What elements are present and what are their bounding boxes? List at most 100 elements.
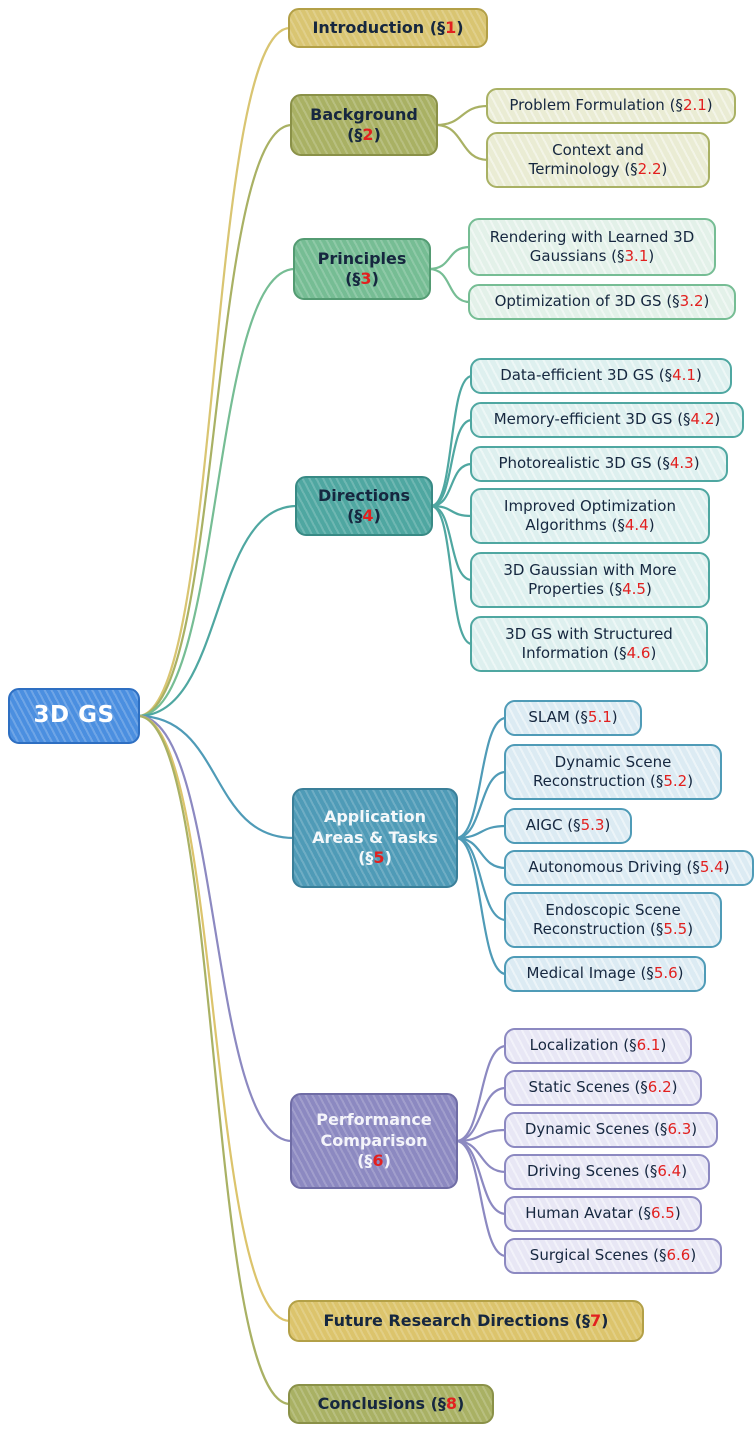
section-number: 6.1: [636, 1036, 661, 1055]
section-number: 5.5: [663, 920, 688, 938]
node-conclusions: Conclusions (§8): [288, 1384, 494, 1424]
section-number: 1: [445, 17, 457, 37]
label-text: Medical Image (§: [526, 964, 654, 983]
label-close: ): [703, 292, 710, 311]
label-close: ): [706, 96, 713, 115]
node-photorealistic-3dgs: Photorealistic 3D GS (§4.3): [470, 446, 728, 482]
label-close: ): [681, 1162, 688, 1181]
section-number: 6.5: [650, 1204, 675, 1223]
label-close: ): [650, 644, 657, 662]
label-text: Performance Comparison (§: [316, 1110, 432, 1171]
node-label: Conclusions (§8): [318, 1394, 465, 1414]
node-root-3d-gs: 3D GS: [8, 688, 140, 744]
label-close: ): [691, 1120, 698, 1139]
section-number: 5.2: [663, 772, 688, 790]
label-text: Introduction (§: [312, 17, 446, 37]
node-label: Endoscopic Scene Reconstruction (§5.5): [533, 901, 693, 939]
label-close: ): [674, 1204, 681, 1223]
node-label: 3D GS with Structured Information (§4.6): [505, 625, 673, 663]
label-text: Background (§: [310, 104, 418, 144]
label-close: ): [671, 1078, 678, 1097]
node-application-areas-tasks: Application Areas & Tasks (§5): [292, 788, 458, 888]
section-number: 4.2: [690, 410, 715, 429]
node-label: Memory-efficient 3D GS (§4.2): [494, 410, 721, 429]
node-label: Optimization of 3D GS (§3.2): [495, 292, 710, 311]
node-improved-optimization-algorithms: Improved Optimization Algorithms (§4.4): [470, 488, 710, 544]
label-close: ): [690, 1246, 697, 1265]
node-endoscopic-scene-reconstruction: Endoscopic Scene Reconstruction (§5.5): [504, 892, 722, 948]
node-future-research-directions: Future Research Directions (§7): [288, 1300, 644, 1342]
section-number: 3.2: [679, 292, 704, 311]
node-label: Introduction (§1): [312, 18, 463, 38]
node-structured-information: 3D GS with Structured Information (§4.6): [470, 616, 708, 672]
label-text: Autonomous Driving (§: [528, 858, 700, 877]
section-number: 5.3: [580, 816, 605, 835]
node-background: Background (§2): [290, 94, 438, 156]
node-context-terminology: Context and Terminology (§2.2): [486, 132, 710, 188]
label-text: Dynamic Scenes (§: [524, 1120, 668, 1139]
node-label: 3D Gaussian with More Properties (§4.5): [503, 561, 676, 599]
label-text: Photorealistic 3D GS (§: [498, 454, 670, 473]
node-label: Localization (§6.1): [530, 1036, 667, 1055]
label-close: ): [456, 17, 464, 37]
label-text: 3D GS: [33, 702, 115, 729]
label-text: Conclusions (§: [317, 1393, 446, 1413]
label-close: ): [604, 816, 611, 835]
node-label: AIGC (§5.3): [526, 816, 611, 835]
label-close: ): [373, 506, 381, 525]
label-close: ): [383, 1151, 391, 1171]
label-close: ): [648, 516, 655, 534]
node-label: Improved Optimization Algorithms (§4.4): [504, 497, 676, 535]
section-number: 4.3: [669, 454, 694, 473]
label-close: ): [373, 125, 381, 144]
label-close: ): [687, 920, 694, 938]
node-label: Background (§2): [310, 105, 418, 146]
section-number: 4.4: [624, 516, 649, 534]
node-label: Application Areas & Tasks (§5): [312, 807, 438, 868]
label-close: ): [371, 269, 379, 288]
label-text: 3D Gaussian with More Properties (§: [503, 560, 677, 598]
node-label: Photorealistic 3D GS (§4.3): [498, 454, 699, 473]
node-optimization-3dgs: Optimization of 3D GS (§3.2): [468, 284, 736, 320]
label-text: AIGC (§: [525, 816, 581, 835]
section-number: 5: [373, 848, 385, 868]
node-label: Static Scenes (§6.2): [528, 1078, 677, 1097]
label-text: Human Avatar (§: [525, 1204, 651, 1223]
section-number: 5.6: [653, 964, 678, 983]
node-principles: Principles (§3): [293, 238, 431, 300]
node-label: Human Avatar (§6.5): [525, 1204, 680, 1223]
label-text: Surgical Scenes (§: [529, 1246, 667, 1265]
label-text: Memory-efficient 3D GS (§: [493, 410, 691, 429]
label-text: Application Areas & Tasks (§: [312, 807, 438, 868]
section-number: 2.2: [637, 160, 662, 178]
label-text: Endoscopic Scene Reconstruction (§: [532, 900, 681, 938]
node-label: Driving Scenes (§6.4): [527, 1162, 687, 1181]
node-label: Medical Image (§5.6): [526, 964, 683, 983]
section-number: 8: [445, 1393, 458, 1413]
label-close: ): [384, 848, 392, 868]
label-close: ): [611, 708, 618, 727]
node-memory-efficient-3dgs: Memory-efficient 3D GS (§4.2): [470, 402, 744, 438]
node-label: Context and Terminology (§2.2): [529, 141, 668, 179]
node-label: Rendering with Learned 3D Gaussians (§3.…: [490, 228, 695, 266]
label-text: Data-efficient 3D GS (§: [500, 366, 673, 385]
node-label: Directions (§4): [318, 486, 410, 527]
label-text: Future Research Directions (§: [323, 1310, 590, 1330]
section-number: 3: [360, 269, 372, 288]
node-static-scenes: Static Scenes (§6.2): [504, 1070, 702, 1106]
label-text: 3D GS with Structured Information (§: [505, 624, 673, 662]
label-close: ): [677, 964, 684, 983]
node-label: Future Research Directions (§7): [324, 1311, 609, 1331]
node-performance-comparison: Performance Comparison (§6): [290, 1093, 458, 1189]
label-text: Directions (§: [317, 485, 411, 525]
node-surgical-scenes: Surgical Scenes (§6.6): [504, 1238, 722, 1274]
label-text: SLAM (§: [528, 708, 588, 727]
label-close: ): [723, 858, 730, 877]
label-text: Driving Scenes (§: [526, 1162, 658, 1181]
node-problem-formulation: Problem Formulation (§2.1): [486, 88, 736, 124]
label-text: Optimization of 3D GS (§: [494, 292, 680, 311]
node-human-avatar: Human Avatar (§6.5): [504, 1196, 702, 1232]
label-text: Rendering with Learned 3D Gaussians (§: [489, 227, 695, 265]
node-gaussian-more-properties: 3D Gaussian with More Properties (§4.5): [470, 552, 710, 608]
